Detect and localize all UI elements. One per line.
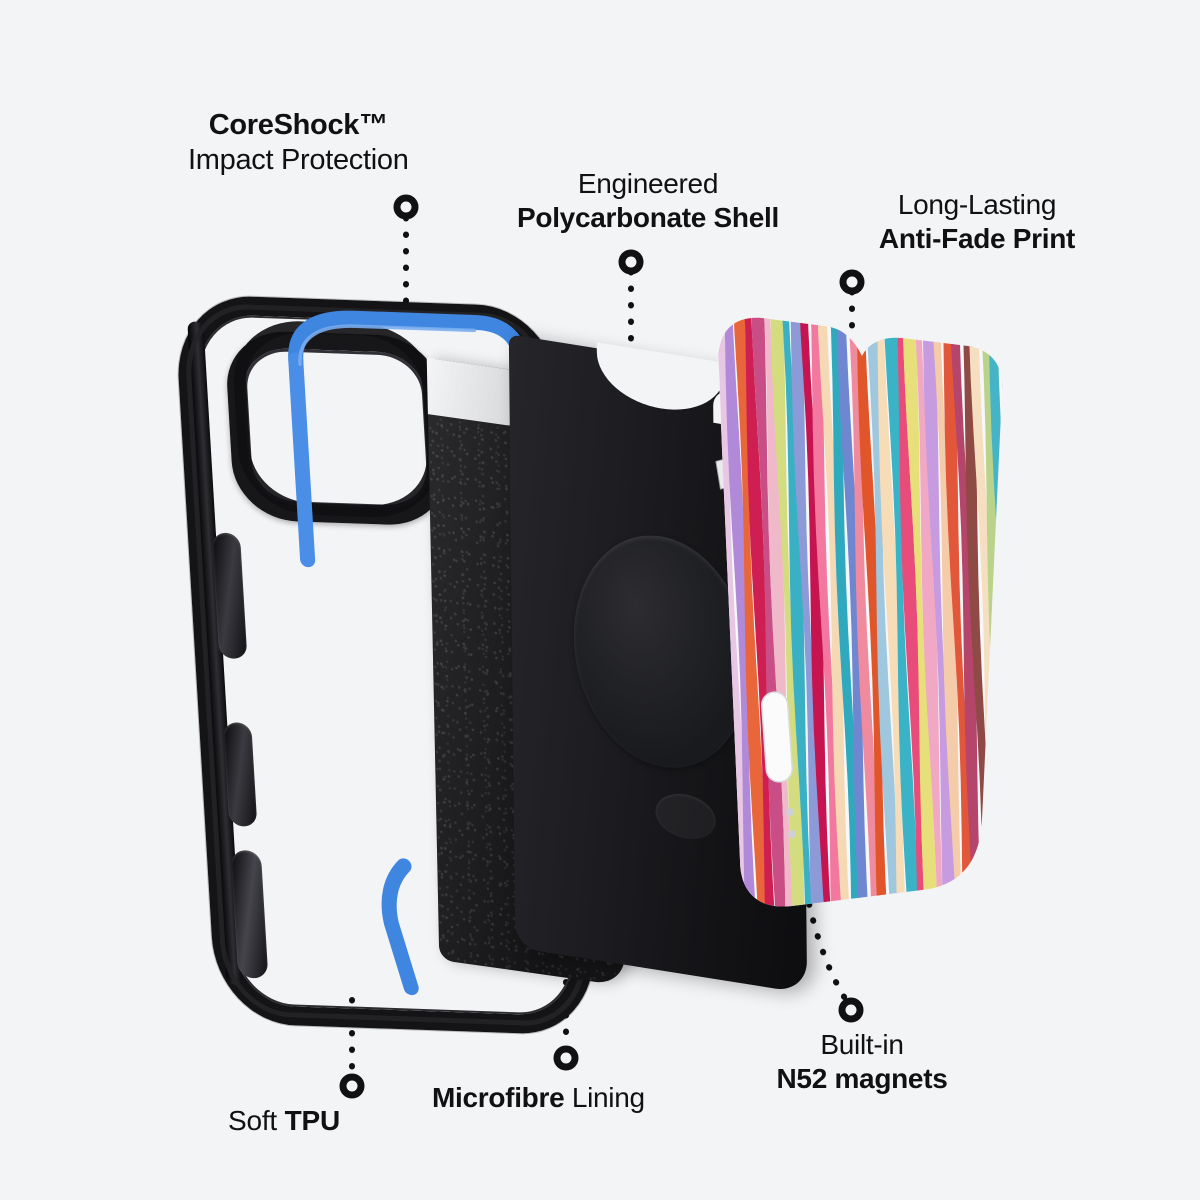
print-stripe <box>874 317 910 907</box>
print-stripe <box>742 317 779 907</box>
camera-cutout-ring <box>223 329 450 527</box>
print-stripe <box>931 317 966 907</box>
print-stripe <box>751 317 787 907</box>
print-stripe <box>770 317 806 907</box>
print-stripe <box>827 317 863 907</box>
print-stripe <box>893 317 929 907</box>
panel-side-button <box>761 691 793 783</box>
callout-polycarbonate-line1: Engineered <box>577 168 719 199</box>
callout-tpu-bold: TPU <box>284 1105 341 1136</box>
callout-microfibre-regular: Lining <box>564 1082 645 1113</box>
callout-antifade-line2: Anti-Fade Print <box>878 223 1076 255</box>
print-stripe <box>865 317 901 907</box>
print-stripe <box>902 317 939 907</box>
print-stripe <box>836 317 873 907</box>
print-stripe <box>883 317 920 907</box>
callout-tpu: Soft TPU <box>228 1104 340 1138</box>
print-stripe <box>987 317 1003 907</box>
printed-back-panel <box>718 300 1016 940</box>
print-stripe <box>732 317 768 907</box>
callout-coreshock-line1: CoreShock™ <box>208 109 388 141</box>
print-stripe <box>798 317 835 907</box>
callout-tpu-regular: Soft <box>228 1105 285 1136</box>
callout-microfibre: Microfibre Lining <box>432 1081 645 1115</box>
print-stripe <box>921 317 958 907</box>
print-stripe <box>808 317 844 907</box>
print-stripe <box>912 317 948 907</box>
callout-polycarbonate: Engineered Polycarbonate Shell <box>468 167 828 235</box>
print-stripes <box>718 300 1016 940</box>
print-stripe <box>780 317 816 907</box>
print-stripe <box>789 317 825 907</box>
print-stripe <box>718 317 749 907</box>
print-stripe <box>949 317 985 907</box>
print-stripe <box>761 317 798 907</box>
print-stripe <box>855 317 891 907</box>
callout-n52-line1: Built-in <box>820 1029 904 1060</box>
callout-antifade: Long-Lasting Anti-Fade Print <box>838 188 1116 256</box>
callout-antifade-line1: Long-Lasting <box>897 189 1057 220</box>
print-stripe <box>1007 300 1016 940</box>
callout-coreshock: CoreShock™ Impact Protection <box>188 108 409 179</box>
callout-coreshock-line2: Impact Protection <box>188 144 409 177</box>
print-stripe <box>940 317 977 907</box>
callout-microfibre-bold: Microfibre <box>432 1082 565 1113</box>
print-stripe <box>723 317 760 907</box>
print-stripe <box>817 317 854 907</box>
print-stripe <box>846 317 882 907</box>
callout-n52: Built-in N52 magnets <box>746 1028 978 1096</box>
callout-n52-line2: N52 magnets <box>776 1063 948 1095</box>
callout-polycarbonate-line2: Polycarbonate Shell <box>517 202 779 234</box>
